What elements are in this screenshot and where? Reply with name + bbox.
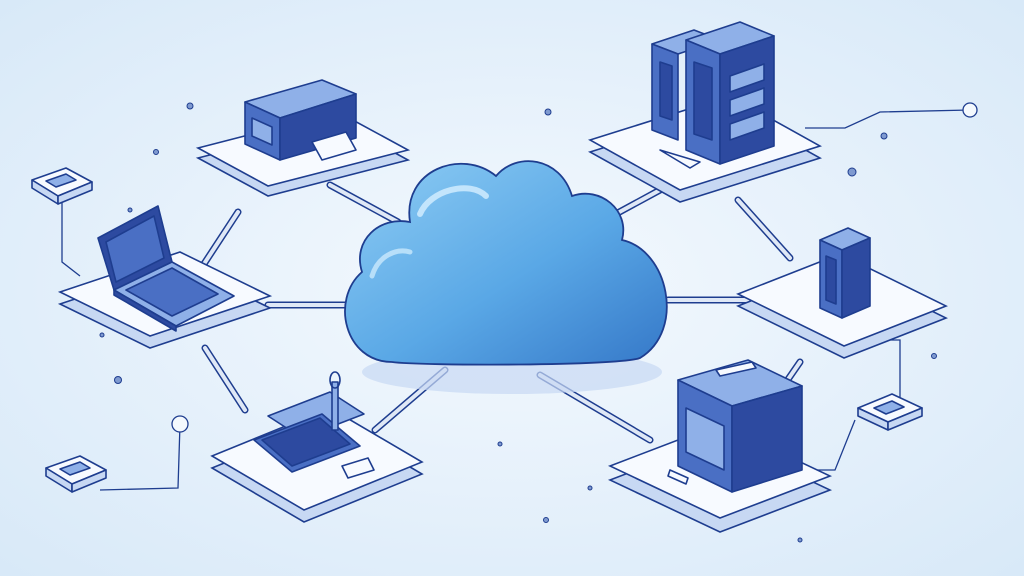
server-rack-icon [651, 21, 775, 169]
storage-cabinet-icon [667, 359, 803, 493]
cloud-icon [344, 160, 668, 394]
decorative-dots [99, 102, 937, 543]
desktop-unit-icon [244, 79, 357, 161]
sensor-box-icon [45, 455, 107, 493]
laptop-icon [97, 205, 235, 332]
tower-server-icon [819, 227, 871, 319]
sensor-box-icon [31, 167, 93, 205]
network-cables [196, 181, 804, 444]
keyboard-terminal-icon [253, 371, 375, 479]
sensor-box-icon [857, 393, 923, 431]
